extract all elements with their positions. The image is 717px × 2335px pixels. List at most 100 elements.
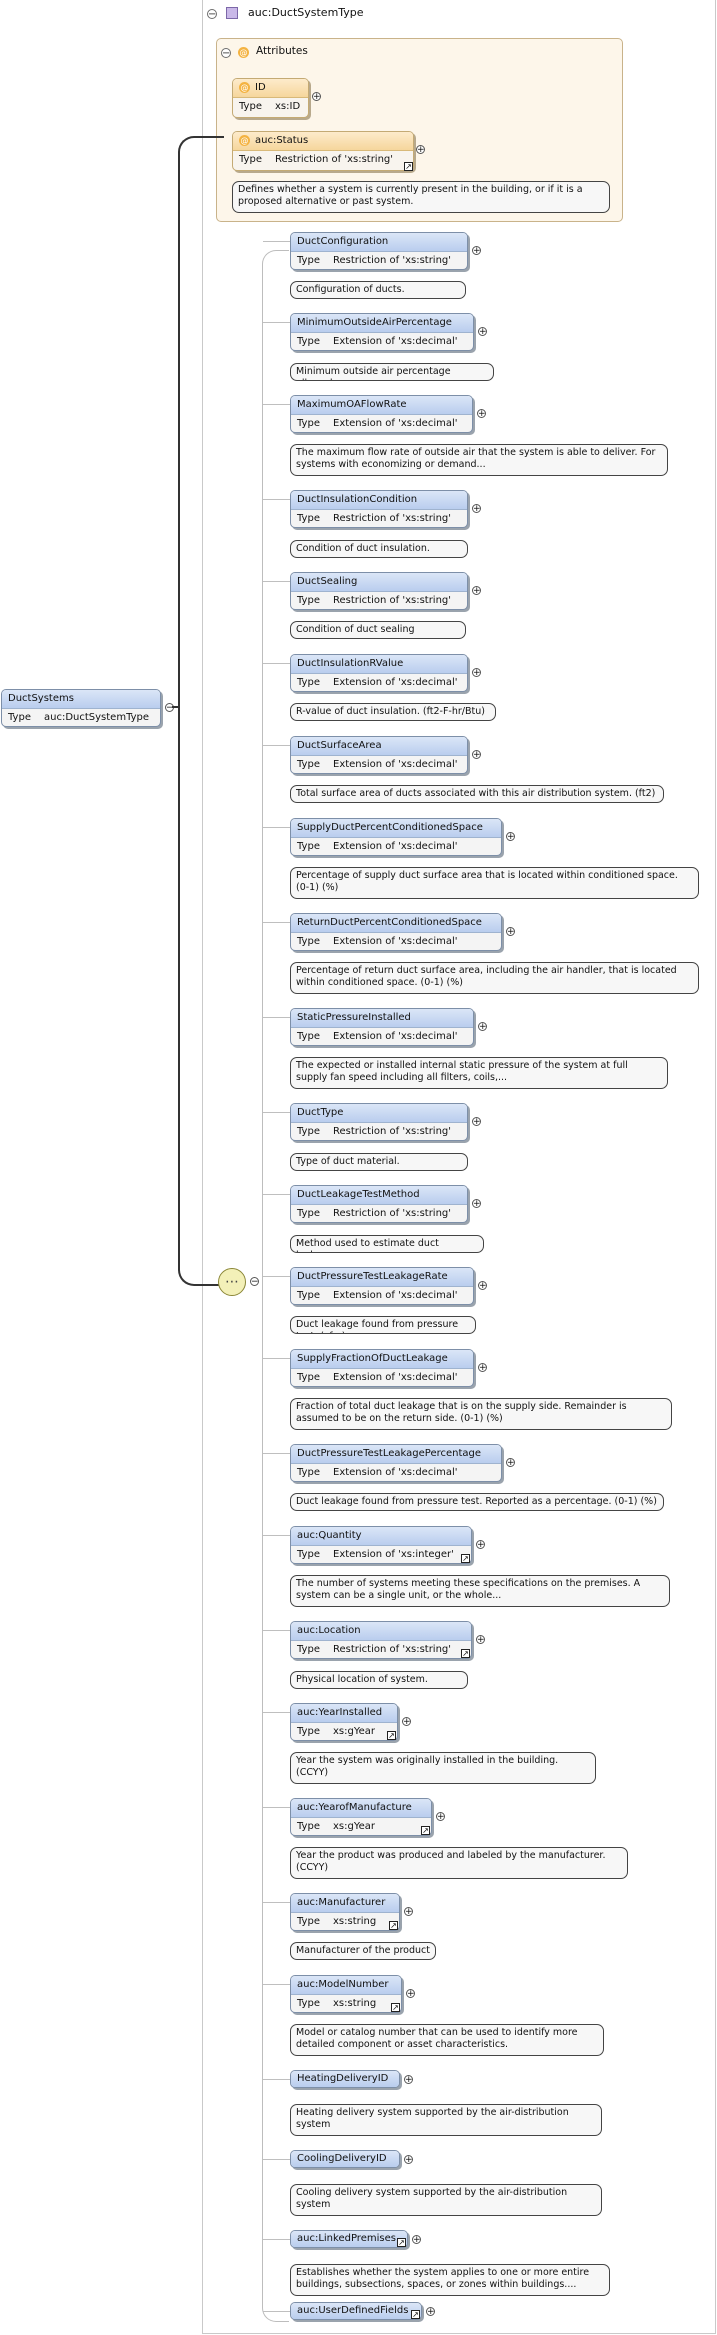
- child-connector-branch: [263, 1112, 290, 1113]
- element-user-defined-fields[interactable]: auc:UserDefinedFields: [290, 2302, 422, 2320]
- link-icon[interactable]: ↗: [389, 1921, 398, 1930]
- element-description: Physical location of system.: [290, 1671, 468, 1689]
- type-value: Extension of 'xs:decimal': [333, 336, 458, 347]
- element-description: Year the system was originally installed…: [290, 1752, 596, 1784]
- element-name: auc:Manufacturer: [291, 1894, 399, 1913]
- type-value: Extension of 'xs:decimal': [333, 1467, 458, 1478]
- link-icon[interactable]: ↗: [391, 2003, 400, 2012]
- expand-icon[interactable]: +: [404, 2075, 413, 2085]
- expand-icon[interactable]: +: [478, 1363, 487, 1373]
- collapse-toggle-attributes[interactable]: −: [221, 48, 231, 59]
- expand-icon[interactable]: +: [404, 1907, 413, 1917]
- link-icon[interactable]: ↗: [461, 1554, 470, 1563]
- element-name: DuctLeakageTestMethod: [291, 1186, 467, 1205]
- type-label: Type: [297, 1372, 320, 1383]
- child-connector-branch: [263, 1535, 290, 1536]
- expand-icon[interactable]: +: [472, 668, 481, 678]
- element-heating-delivery-id[interactable]: HeatingDeliveryID: [290, 2070, 400, 2088]
- element-name: DuctType: [291, 1104, 467, 1123]
- expand-icon[interactable]: +: [472, 750, 481, 760]
- expand-icon[interactable]: +: [478, 1281, 487, 1291]
- child-connector-branch: [263, 2079, 290, 2080]
- type-value: Restriction of 'xs:string': [333, 255, 452, 266]
- element-description: Percentage of return duct surface area, …: [290, 962, 699, 994]
- link-icon[interactable]: ↗: [397, 2238, 406, 2247]
- expand-icon[interactable]: +: [404, 2155, 413, 2165]
- element-name: CoolingDeliveryID: [291, 2151, 399, 2167]
- collapse-toggle-complex-type[interactable]: −: [207, 9, 217, 20]
- expand-icon[interactable]: +: [406, 1989, 415, 1999]
- link-icon[interactable]: ↗: [411, 2310, 420, 2319]
- type-value: Extension of 'xs:decimal': [333, 936, 458, 947]
- expand-icon[interactable]: +: [506, 832, 515, 842]
- type-label: Type: [297, 1726, 320, 1737]
- element-linked-premises[interactable]: auc:LinkedPremises: [290, 2230, 408, 2248]
- type-label: Type: [297, 1290, 320, 1301]
- element-description: Minimum outside air percentage allowed.: [290, 363, 494, 381]
- expand-icon[interactable]: +: [476, 1540, 485, 1550]
- element-name: HeatingDeliveryID: [291, 2071, 399, 2087]
- expand-icon[interactable]: +: [426, 2307, 435, 2317]
- element-cooling-delivery-id[interactable]: CoolingDeliveryID: [290, 2150, 400, 2168]
- type-value: Restriction of 'xs:string': [333, 1126, 452, 1137]
- expand-icon[interactable]: +: [416, 145, 425, 155]
- expand-icon[interactable]: +: [478, 1022, 487, 1032]
- expand-icon[interactable]: +: [412, 2235, 421, 2245]
- sequence-compositor-icon[interactable]: ⋯: [218, 1268, 246, 1296]
- element-name: auc:YearInstalled: [291, 1704, 397, 1723]
- expand-icon[interactable]: +: [506, 927, 515, 937]
- expand-icon[interactable]: +: [472, 246, 481, 256]
- element-name: MinimumOutsideAirPercentage: [291, 314, 473, 333]
- expand-icon[interactable]: +: [472, 1199, 481, 1209]
- expand-icon[interactable]: +: [506, 1458, 515, 1468]
- expand-icon[interactable]: +: [436, 1812, 445, 1822]
- link-icon[interactable]: ↗: [461, 1649, 470, 1658]
- link-icon[interactable]: ↗: [421, 1826, 430, 1835]
- expand-icon[interactable]: +: [478, 327, 487, 337]
- expand-icon[interactable]: +: [402, 1717, 411, 1727]
- expand-icon[interactable]: +: [472, 504, 481, 514]
- child-connector-branch: [263, 1194, 290, 1195]
- collapse-toggle-sequence[interactable]: −: [250, 1277, 259, 1287]
- expand-icon[interactable]: +: [476, 1635, 485, 1645]
- expand-icon[interactable]: +: [312, 92, 321, 102]
- type-value: xs:string: [333, 1998, 377, 2009]
- type-value: Restriction of 'xs:string': [333, 1208, 452, 1219]
- element-name: DuctPressureTestLeakageRate: [291, 1268, 473, 1287]
- link-icon[interactable]: ↗: [387, 1731, 396, 1740]
- expand-icon[interactable]: +: [477, 409, 486, 419]
- element-name: MaximumOAFlowRate: [291, 396, 472, 415]
- link-icon[interactable]: ↗: [404, 162, 413, 171]
- expand-icon[interactable]: +: [472, 586, 481, 596]
- element-name: SupplyDuctPercentConditionedSpace: [291, 819, 501, 838]
- expand-icon[interactable]: +: [472, 1117, 481, 1127]
